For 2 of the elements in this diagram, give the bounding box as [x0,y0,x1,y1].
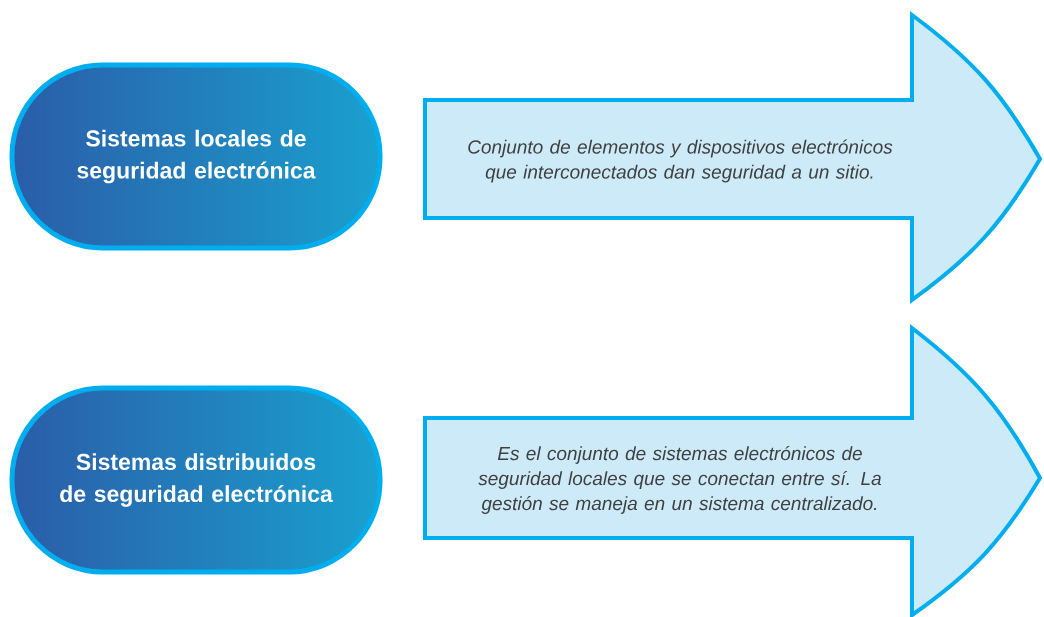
rounded-box: Sistemas distribuidos de seguridad electrónica [9,385,383,575]
rounded-box: Sistemas locales de seguridad electrónica [9,62,383,251]
